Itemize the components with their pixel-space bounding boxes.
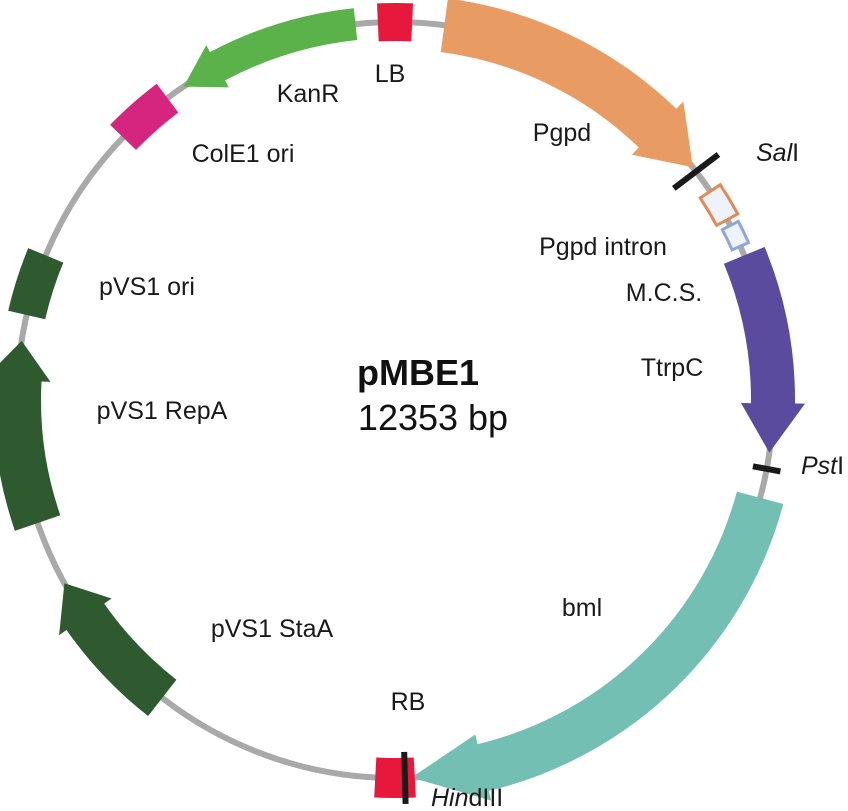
pvs1-staa-label: pVS1 StaA xyxy=(211,615,334,643)
plasmid-size: 12353 bp xyxy=(358,397,508,438)
sali-label-roman: I xyxy=(792,139,799,167)
sali-site-marker xyxy=(671,152,721,191)
psti-label-italic: Pst xyxy=(801,452,838,480)
psti-label-roman: I xyxy=(837,452,844,480)
pgpd-arrow xyxy=(440,0,693,168)
lb-label: LB xyxy=(375,60,406,88)
bml-label: bml xyxy=(562,594,602,622)
rb-label: RB xyxy=(391,688,426,716)
pvs1-ori-block xyxy=(8,248,64,320)
lb-block xyxy=(377,2,413,42)
pvs1-repa-label: pVS1 RepA xyxy=(97,397,228,425)
cole1-ori-block xyxy=(110,83,179,150)
pvs1-repa-arrow xyxy=(0,340,61,531)
rb-block xyxy=(374,757,416,799)
hindiii-site-marker xyxy=(401,751,409,804)
sali-label: SalI xyxy=(756,139,799,167)
pvs1-staa-arrow xyxy=(59,583,177,716)
pvs1-ori-label: pVS1 ori xyxy=(99,273,195,301)
kanr-arrow xyxy=(183,8,358,88)
ttrpc-arrow xyxy=(723,246,805,453)
cole1-ori-label: ColE1 ori xyxy=(192,140,295,168)
pgpd-label: Pgpd xyxy=(533,119,591,147)
restriction-sites xyxy=(401,152,781,804)
mcs-label: M.C.S. xyxy=(626,279,702,307)
pgpd-intron-label: Pgpd intron xyxy=(539,233,667,261)
plasmid-name: pMBE1 xyxy=(357,352,479,393)
hindiii-label-italic: Hin xyxy=(431,784,469,811)
bml-arrow xyxy=(411,491,784,801)
kanr-label: KanR xyxy=(277,80,340,108)
hindiii-label-roman: dIII xyxy=(469,784,504,811)
hindiii-label: HindIII xyxy=(431,784,503,811)
psti-label: PstI xyxy=(801,452,844,480)
mcs-block xyxy=(720,219,751,252)
sali-label-italic: Sal xyxy=(756,139,794,167)
psti-site-marker xyxy=(752,463,781,475)
ttrpc-label: TtrpC xyxy=(641,354,704,382)
pgpd-intron-block xyxy=(698,182,740,228)
